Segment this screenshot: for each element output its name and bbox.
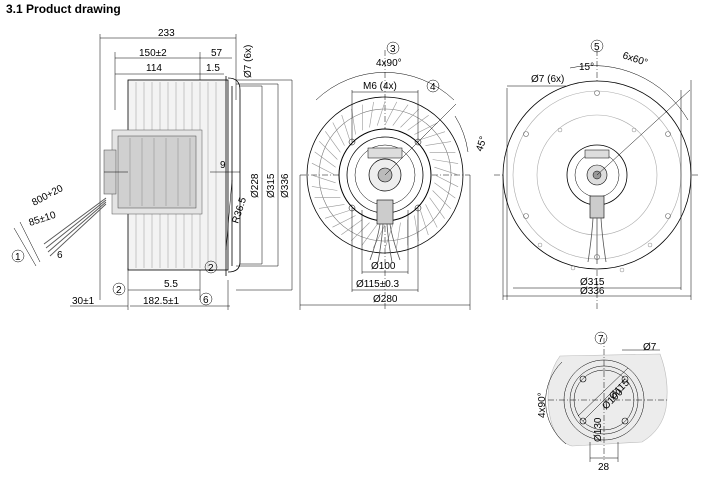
impeller-blade <box>425 141 452 146</box>
impeller-blade <box>351 108 356 135</box>
dim-150: 150±2 <box>139 48 167 59</box>
dim-315: Ø315 <box>266 173 277 198</box>
callout-4: 4 <box>430 82 436 93</box>
dim-rear-315: Ø315 <box>580 277 605 288</box>
callout-6-circle <box>199 292 213 306</box>
impeller-blade <box>392 104 409 126</box>
callout-5-circle <box>590 39 604 53</box>
impeller-blade <box>434 166 460 176</box>
callout-5: 5 <box>594 42 600 53</box>
impeller-blade <box>376 100 386 126</box>
impeller-blade <box>324 210 350 219</box>
callout-2a-circle <box>112 282 126 296</box>
impeller-blade <box>318 204 345 209</box>
dim-115: Ø115±0.3 <box>356 279 400 290</box>
detail-hole: Ø7 <box>643 342 657 353</box>
cable-6: 6 <box>57 250 63 261</box>
impeller-blade <box>369 101 374 128</box>
front-view: 3 4x90° M6 (4x) 4 45° Ø100 Ø115±0.3 Ø280 <box>299 41 490 310</box>
impeller-blade <box>332 122 345 146</box>
impeller-blade <box>311 162 336 176</box>
detail-pattern: 4x90° <box>537 392 548 418</box>
pattern-4x90: 4x90° <box>376 58 402 69</box>
callout-2b-circle <box>204 260 218 274</box>
detail-view: 7 Ø7 Ø115 Ø100 Ø130 4x90° 28 <box>537 331 668 473</box>
dim-228: Ø228 <box>250 173 261 198</box>
impeller-blade <box>434 174 459 188</box>
dim-114: 114 <box>146 63 162 74</box>
callout-1: 1 <box>15 252 21 263</box>
impeller-blade <box>414 215 419 242</box>
thread-m6: M6 (4x) <box>363 81 397 92</box>
impeller-blade <box>384 101 398 126</box>
impeller-blade <box>361 224 378 246</box>
impeller-blade <box>429 197 445 219</box>
impeller-blade <box>400 108 420 128</box>
callout-7-circle <box>594 331 608 345</box>
rear-view: 5 6x60° 15° Ø7 (6x) Ø315 Ø336 <box>494 39 700 310</box>
impeller-blade <box>318 140 338 160</box>
dim-overall-length: 233 <box>158 28 175 39</box>
impeller-blade <box>420 210 429 236</box>
impeller-blade <box>396 222 401 249</box>
callout-4-circle <box>426 79 440 93</box>
impeller-blade <box>325 131 341 153</box>
angle-45: 45° <box>474 135 489 153</box>
callout-2a: 2 <box>116 285 122 296</box>
side-view: 233 150±2 114 57 1.5 Ø7 (6x) 9 Ø228 Ø315… <box>11 28 293 310</box>
dim-57: 57 <box>211 48 223 59</box>
callout-6: 6 <box>203 295 209 306</box>
pattern-6x60: 6x60° <box>621 50 649 68</box>
impeller-blade <box>432 159 459 164</box>
callout-7: 7 <box>598 334 604 345</box>
dim-hole: Ø7 (6x) <box>243 45 254 78</box>
dim-9: 9 <box>220 160 226 171</box>
hole-7: Ø7 (6x) <box>531 74 564 85</box>
detail-dim-28: 28 <box>598 462 610 473</box>
dim-rear-336: Ø336 <box>580 286 605 297</box>
dim-1-5: 1.5 <box>206 63 220 74</box>
impeller-blade <box>434 182 456 199</box>
angle-15: 15° <box>579 62 594 73</box>
dim-5-5: 5.5 <box>164 279 178 290</box>
dim-30: 30±1 <box>72 296 95 307</box>
impeller-blade <box>350 222 370 242</box>
callout-1-circle <box>11 249 25 263</box>
callout-2b: 2 <box>208 263 214 274</box>
impeller-blade <box>420 131 446 140</box>
impeller-blade <box>432 190 452 210</box>
cable-800: 800+20 <box>30 183 65 209</box>
impeller-blade <box>341 114 350 140</box>
dim-280: Ø280 <box>373 294 398 305</box>
dim-100: Ø100 <box>371 261 396 272</box>
cable-85: 85±10 <box>28 210 58 229</box>
callout-3-circle <box>386 41 400 55</box>
callout-3: 3 <box>390 44 396 55</box>
dim-336: Ø336 <box>280 173 291 198</box>
dim-182: 182.5±1 <box>143 296 180 307</box>
detail-dim-130: Ø130 <box>593 417 604 442</box>
impeller-blade <box>314 151 336 168</box>
impeller-blade <box>310 174 336 184</box>
impeller-blade <box>311 186 338 191</box>
impeller-blade <box>384 224 394 250</box>
dim-r: R36.5 <box>230 196 249 225</box>
impeller-blade <box>425 204 438 228</box>
section-title: 3.1 Product drawing <box>6 2 121 16</box>
